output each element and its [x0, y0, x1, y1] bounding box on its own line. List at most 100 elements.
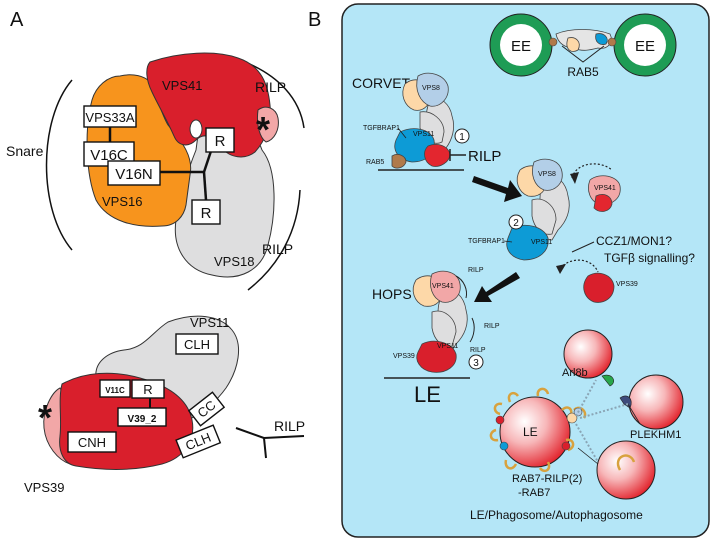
rab7-line1: RAB7-RILP(2) [512, 473, 582, 485]
ccz1-pointer [571, 241, 595, 253]
lysosome-bottom [596, 440, 656, 500]
rab7-line2: -RAB7 [518, 487, 550, 499]
lysosome-right [628, 374, 684, 430]
intermediate-complex [506, 158, 570, 261]
v39-2-label: V39_2 [128, 414, 157, 425]
vps11-label: VPS11 [190, 315, 230, 330]
corvet-vps8: VPS8 [422, 85, 440, 92]
hops-vps39: VPS39 [393, 353, 415, 360]
bottom-caption: LE/Phagosome/Autophagosome [470, 508, 643, 522]
snare-bracket-curve [45, 79, 73, 251]
vps18-label: VPS18 [214, 254, 254, 269]
ee-left-label: EE [511, 38, 531, 55]
le-circle [499, 396, 571, 468]
rab5-pointer [561, 45, 605, 63]
plekhm1-label: PLEKHM1 [630, 429, 681, 441]
intermediate-vps11: VPS11 [531, 239, 552, 246]
corvet-complex [391, 72, 454, 169]
v16n-label: V16N [115, 166, 153, 183]
free-vps39-label: VPS39 [616, 281, 638, 288]
corvet-tgfbrap1-pointer [397, 127, 407, 139]
ee-rab5-dot-left [548, 37, 558, 47]
arl8b-marker [601, 374, 614, 387]
rilp-top-label: RILP [255, 79, 286, 95]
r2-box [191, 199, 221, 225]
hops-small-complexes [495, 407, 583, 451]
hops-rilp-2: RILP [484, 323, 500, 330]
corvet-tgfbrap1: TGFBRAP1 [363, 125, 400, 132]
intermediate-vps8: VPS8 [538, 171, 556, 178]
rilp-bottom-complex-label: RILP [274, 418, 305, 434]
v11c-label: V11C [105, 386, 125, 395]
step1-label: 1 [459, 132, 465, 143]
panel-b-letter: B [308, 9, 321, 31]
ccz1-label: CCZ1/MON1? [596, 234, 672, 248]
ee-right-label: EE [635, 38, 655, 55]
hops-label: HOPS [372, 286, 412, 302]
hops-rilp-arc-1 [455, 275, 467, 299]
corvet-vps11: VPS11 [413, 131, 434, 138]
r-bottom-label: R [143, 382, 152, 397]
intermediate-tgfbrap1: TGFBRAP1 [468, 238, 505, 245]
snare-label: Snare [6, 143, 44, 159]
r1-box [205, 127, 235, 153]
step1-circle [454, 128, 470, 144]
hops-rilp-3: RILP [470, 347, 486, 354]
v16n-r-connector-c [202, 171, 208, 201]
ee-bridge-peach [566, 37, 580, 52]
lysosome-top [563, 329, 613, 379]
free-vps39-red [583, 272, 615, 303]
step2-label: 2 [513, 218, 519, 229]
v11c-box [99, 379, 131, 398]
cnh-label: CNH [78, 435, 106, 450]
arl8b-label: Arl8b [562, 367, 588, 379]
transition-arrow-2 [474, 272, 520, 302]
v16n-box [107, 160, 161, 186]
ee-left-inner [500, 24, 542, 66]
vps41-exchange-arrowhead [570, 172, 579, 184]
hops-complex [412, 270, 468, 373]
tether-dotted-lines [575, 379, 629, 463]
r2-label: R [201, 205, 212, 222]
rab7-pointer [577, 447, 599, 465]
r-bottom-box [131, 379, 165, 399]
plekhm1-pointer [627, 403, 641, 425]
clh-top-label: CLH [184, 337, 210, 352]
corvet-label: CORVET [352, 75, 411, 91]
step3-circle [468, 354, 484, 370]
hops-vps41: VPS41 [432, 283, 454, 290]
v16c-label: V16C [90, 147, 128, 164]
rilp-1-label: RILP [468, 148, 501, 165]
cnh-box [67, 431, 117, 453]
vps33a-label: VPS33A [85, 110, 134, 125]
tgfb-label: TGFβ signalling? [604, 251, 695, 265]
vps41-label: VPS41 [162, 78, 202, 93]
vps39-label: VPS39 [24, 480, 64, 495]
intermediate-tgfbrap1-pointer [503, 240, 513, 243]
rab5-top-label: RAB5 [567, 65, 599, 79]
asterisk-bottom: * [38, 397, 52, 438]
cc-box: CC [187, 391, 226, 427]
free-vps41-red [593, 194, 613, 212]
rab5-small-label: RAB5 [366, 159, 384, 166]
v39-2-box [117, 407, 167, 427]
clh-top-box [175, 333, 219, 355]
ee-bridge-blue [595, 33, 608, 45]
panel-a-letter: A [10, 9, 24, 31]
rilp-fork-bottom [235, 427, 305, 459]
hops-vps11: VPS11 [437, 343, 458, 350]
ee-right-inner [624, 24, 666, 66]
vps39-exchange-arrowhead [556, 264, 566, 274]
free-vps41-label: VPS41 [594, 185, 616, 192]
le-label: LE [414, 382, 441, 407]
vps33a-box [83, 105, 137, 128]
rilp-bottom-label: RILP [262, 241, 293, 257]
r1-label: R [215, 133, 226, 150]
vps16-label: VPS16 [102, 194, 142, 209]
le-inner-label: LE [523, 425, 538, 439]
rilp-bottom-curve [247, 189, 301, 291]
hops-rilp-arc-2 [469, 317, 475, 343]
transition-arrow-1 [472, 176, 522, 202]
vps41-pink-patch [257, 106, 279, 143]
